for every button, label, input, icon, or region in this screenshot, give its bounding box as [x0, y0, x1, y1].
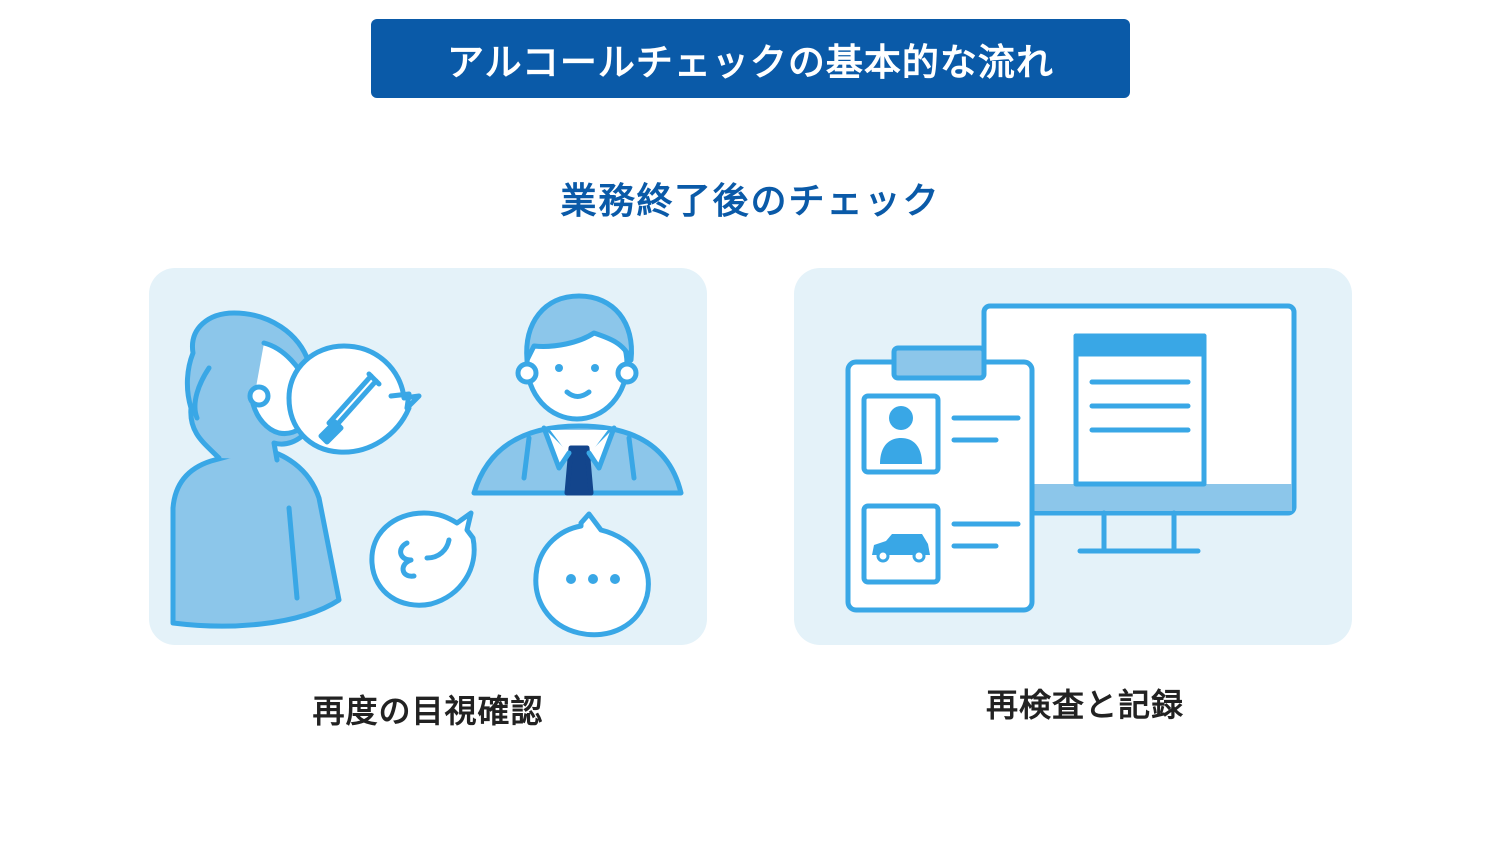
visual-check-panel — [149, 268, 707, 645]
thermometer-bubble-icon — [286, 343, 422, 455]
visual-check-illustration — [170, 293, 684, 638]
record-illustration — [845, 303, 1297, 613]
title-banner: アルコールチェックの基本的な流れ — [371, 19, 1130, 98]
clipboard-icon — [845, 345, 1035, 613]
speech-bubble-icon — [533, 511, 651, 638]
record-panel — [794, 268, 1352, 645]
section-heading: 業務終了後のチェック — [560, 181, 941, 222]
page-title: アルコールチェックの基本的な流れ — [447, 40, 1054, 84]
monitor-icon — [981, 303, 1297, 554]
step-caption: 再検査と記録 — [985, 686, 1184, 724]
step-caption: 再度の目視確認 — [312, 692, 544, 730]
woman-icon — [170, 310, 342, 629]
man-icon — [471, 293, 684, 496]
breath-bubble-icon — [369, 510, 477, 608]
